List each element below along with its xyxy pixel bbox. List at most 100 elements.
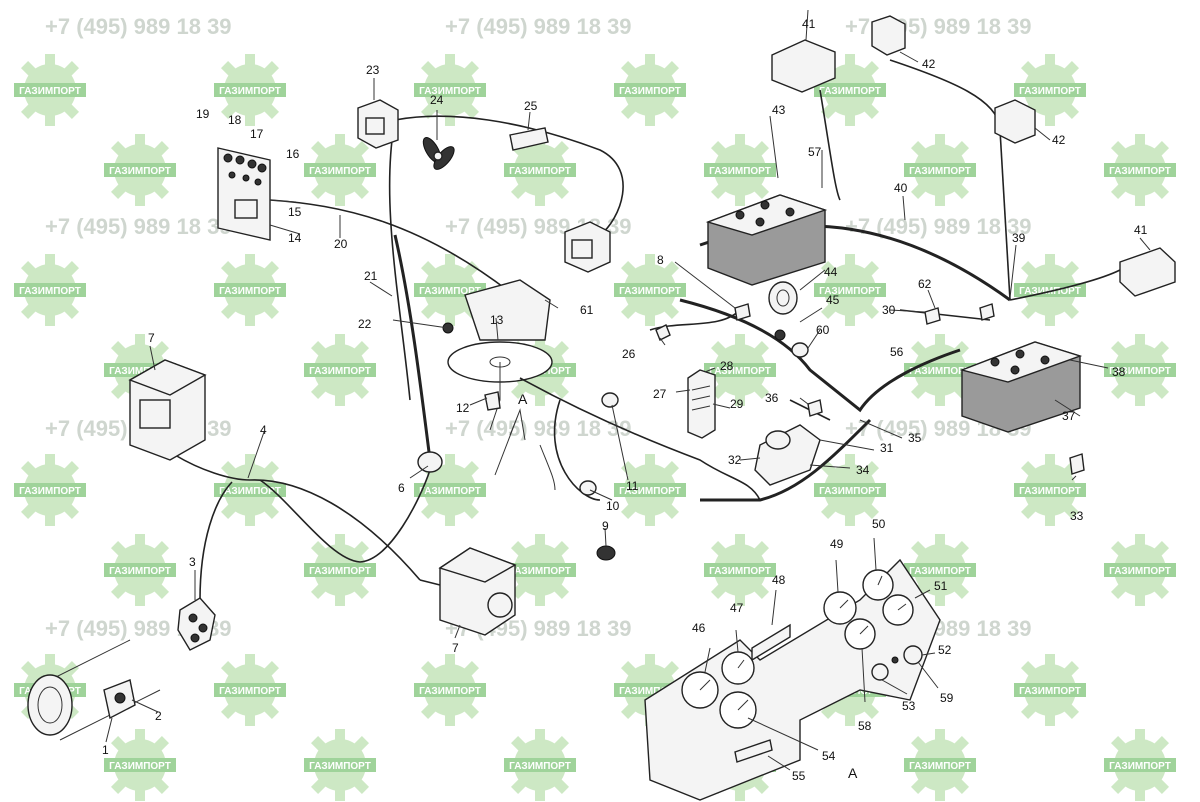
label-49: 49 (830, 537, 844, 551)
label-view-a-top: A (518, 391, 528, 407)
label-29: 29 (730, 397, 744, 411)
part-44-horn (768, 281, 798, 315)
label-21: 21 (364, 269, 378, 283)
part-24-fan (422, 137, 455, 170)
label-15: 15 (288, 205, 302, 219)
label-62: 62 (918, 277, 932, 291)
label-25: 25 (524, 99, 538, 113)
label-view-a-bottom: A (848, 765, 858, 781)
svg-text:ГАЗИМПОРТ: ГАЗИМПОРТ (619, 286, 681, 297)
label-60: 60 (816, 323, 830, 337)
part-7-upper-block (128, 359, 207, 461)
svg-text:ГАЗИМПОРТ: ГАЗИМПОРТ (819, 486, 881, 497)
svg-text:ГАЗИМПОРТ: ГАЗИМПОРТ (19, 286, 81, 297)
label-22: 22 (358, 317, 372, 331)
left-harness (174, 454, 441, 601)
svg-text:ГАЗИМПОРТ: ГАЗИМПОРТ (309, 366, 371, 377)
svg-text:ГАЗИМПОРТ: ГАЗИМПОРТ (1019, 686, 1081, 697)
label-41-right: 41 (1134, 223, 1148, 237)
top-lamps-harness (357, 99, 624, 401)
label-38: 38 (1112, 365, 1126, 379)
label-57: 57 (808, 145, 822, 159)
svg-text:ГАЗИМПОРТ: ГАЗИМПОРТ (1109, 366, 1171, 377)
svg-text:ГАЗИМПОРТ: ГАЗИМПОРТ (309, 166, 371, 177)
svg-text:ГАЗИМПОРТ: ГАЗИМПОРТ (109, 566, 171, 577)
label-24: 24 (430, 93, 444, 107)
callout-labels: 1 2 3 4 6 7 7 8 9 10 11 12 13 14 15 16 1… (102, 17, 1148, 783)
label-55: 55 (792, 769, 806, 783)
svg-text:ГАЗИМПОРТ: ГАЗИМПОРТ (619, 686, 681, 697)
label-42-top: 42 (922, 57, 936, 71)
svg-text:ГАЗИМПОРТ: ГАЗИМПОРТ (219, 486, 281, 497)
label-7-upper: 7 (148, 331, 155, 345)
label-6: 6 (398, 481, 405, 495)
svg-text:ГАЗИМПОРТ: ГАЗИМПОРТ (509, 761, 571, 772)
svg-text:ГАЗИМПОРТ: ГАЗИМПОРТ (709, 366, 771, 377)
label-4: 4 (260, 423, 267, 437)
instrument-panel-14-19 (217, 147, 521, 301)
label-50: 50 (872, 517, 886, 531)
relay-27-29 (687, 369, 716, 439)
label-44: 44 (824, 265, 838, 279)
svg-text:ГАЗИМПОРТ: ГАЗИМПОРТ (819, 86, 881, 97)
label-45: 45 (826, 293, 840, 307)
svg-text:ГАЗИМПОРТ: ГАЗИМПОРТ (819, 286, 881, 297)
label-54: 54 (822, 749, 836, 763)
label-46: 46 (692, 621, 706, 635)
label-56: 56 (890, 345, 904, 359)
part-3-connector (177, 597, 216, 651)
svg-text:ГАЗИМПОРТ: ГАЗИМПОРТ (19, 486, 81, 497)
svg-text:ГАЗИМПОРТ: ГАЗИМПОРТ (219, 86, 281, 97)
label-39: 39 (1012, 231, 1026, 245)
label-10: 10 (606, 499, 620, 513)
label-19: 19 (196, 107, 210, 121)
label-3: 3 (189, 555, 196, 569)
label-51: 51 (934, 579, 948, 593)
svg-text:ГАЗИМПОРТ: ГАЗИМПОРТ (509, 566, 571, 577)
svg-text:ГАЗИМПОРТ: ГАЗИМПОРТ (19, 86, 81, 97)
svg-text:ГАЗИМПОРТ: ГАЗИМПОРТ (309, 761, 371, 772)
battery-lower (959, 341, 1083, 433)
label-26: 26 (622, 347, 636, 361)
label-13: 13 (490, 313, 504, 327)
svg-text:ГАЗИМПОРТ: ГАЗИМПОРТ (709, 566, 771, 577)
part-7-lower-block (438, 547, 517, 636)
label-52: 52 (938, 643, 952, 657)
label-35: 35 (908, 431, 922, 445)
label-8: 8 (657, 253, 664, 267)
svg-text:ГАЗИМПОРТ: ГАЗИМПОРТ (909, 366, 971, 377)
lamps-41-42 (771, 15, 1176, 297)
svg-text:+7 (495) 989 18 39: +7 (495) 989 18 39 (45, 14, 232, 39)
svg-text:+7 (495) 989 18 39: +7 (495) 989 18 39 (445, 14, 632, 39)
label-34: 34 (856, 463, 870, 477)
label-11: 11 (626, 479, 639, 493)
svg-text:ГАЗИМПОРТ: ГАЗИМПОРТ (109, 761, 171, 772)
label-28: 28 (720, 359, 734, 373)
label-1: 1 (102, 743, 109, 757)
label-2: 2 (155, 709, 162, 723)
label-33: 33 (1070, 509, 1084, 523)
dashboard-view-a (644, 558, 941, 801)
label-42-right: 42 (1052, 133, 1066, 147)
label-23: 23 (366, 63, 380, 77)
svg-text:ГАЗИМПОРТ: ГАЗИМПОРТ (309, 566, 371, 577)
label-31: 31 (880, 441, 894, 455)
svg-text:ГАЗИМПОРТ: ГАЗИМПОРТ (219, 686, 281, 697)
label-47: 47 (730, 601, 744, 615)
svg-text:ГАЗИМПОРТ: ГАЗИМПОРТ (419, 86, 481, 97)
svg-text:ГАЗИМПОРТ: ГАЗИМПОРТ (219, 286, 281, 297)
label-12: 12 (456, 401, 470, 415)
label-59: 59 (940, 691, 954, 705)
small-components (579, 303, 1085, 561)
label-7-lower: 7 (452, 641, 459, 655)
svg-text:ГАЗИМПОРТ: ГАЗИМПОРТ (619, 86, 681, 97)
label-37: 37 (1062, 409, 1076, 423)
label-53: 53 (902, 699, 916, 713)
part-1-2-steering-column (27, 639, 161, 741)
part-32-starter-motor (754, 424, 821, 486)
label-9: 9 (602, 519, 609, 533)
label-14: 14 (288, 231, 302, 245)
svg-text:ГАЗИМПОРТ: ГАЗИМПОРТ (1019, 486, 1081, 497)
svg-text:+7 (495) 989 18 39: +7 (495) 989 18 39 (45, 214, 232, 239)
